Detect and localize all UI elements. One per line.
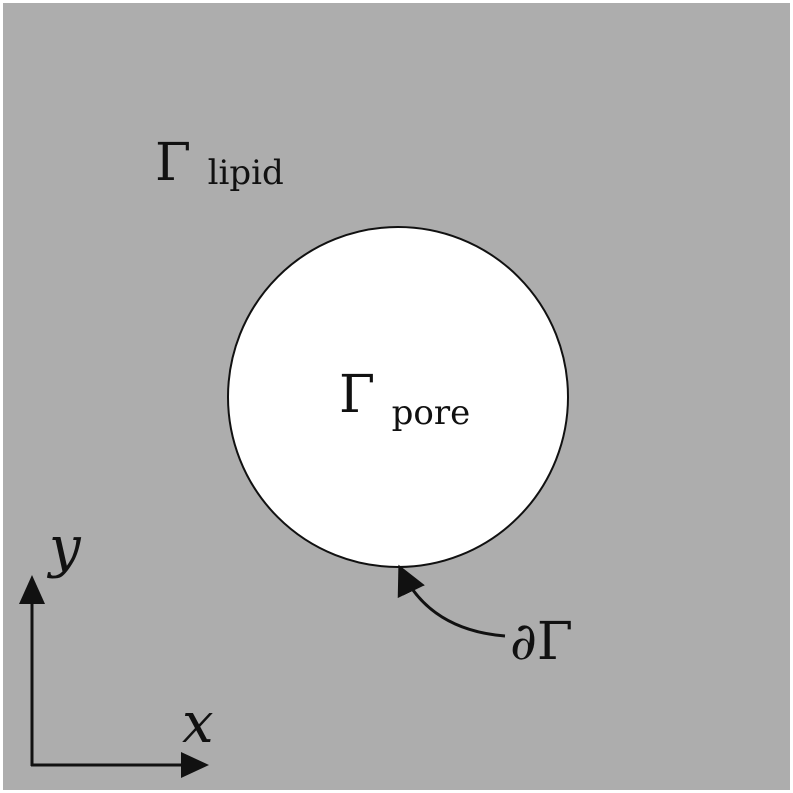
y-axis-label: y	[46, 515, 82, 580]
pore-symbol: Γ	[339, 365, 375, 425]
boundary-arrow	[397, 564, 506, 638]
x-axis-arrowhead	[181, 752, 209, 778]
lipid-symbol: Γ	[155, 133, 191, 193]
boundary-label: ∂Γ	[510, 612, 573, 672]
y-axis-arrowhead	[19, 575, 45, 604]
pore-subscript: pore	[392, 393, 471, 433]
pore-label: Γ pore	[339, 365, 470, 433]
lipid-label: Γ lipid	[155, 133, 284, 193]
x-axis-label: x	[182, 691, 214, 756]
lipid-subscript: lipid	[208, 153, 284, 193]
